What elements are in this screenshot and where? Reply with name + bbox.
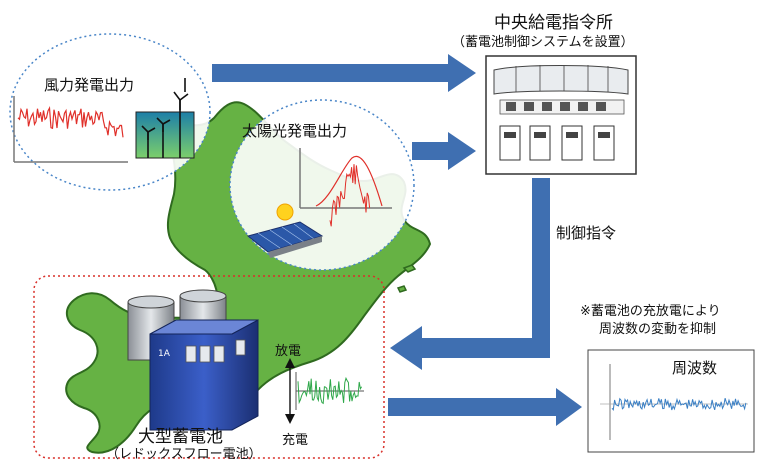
battery-unit-mark: 1A (158, 349, 171, 359)
arrow-battery-to-frequency (388, 388, 582, 426)
frequency-label: 周波数 (672, 359, 718, 377)
island-small (402, 264, 417, 273)
arrow-wind-to-center (212, 54, 476, 92)
redox-flow-battery-image: 1A (127, 289, 259, 431)
battery-type-label: （レドックスフロー電池） (106, 447, 262, 462)
solar-output-chart (299, 148, 392, 227)
battery-name-label: 大型蓄電池 (138, 427, 223, 447)
control-center-image (485, 55, 637, 175)
discharge-label: 放電 (275, 344, 302, 359)
solar-output-label: 太陽光発電出力 (242, 122, 348, 140)
battery-region (33, 275, 385, 459)
arrow-control-command (390, 178, 550, 370)
charge-label: 充電 (282, 433, 309, 448)
control-center-title: 中央給電指令所 (494, 13, 613, 33)
solar-region-circle (229, 99, 415, 271)
wind-output-chart (13, 96, 128, 163)
arrow-solar-to-center (412, 132, 476, 170)
battery-output-chart (285, 358, 364, 424)
solar-panel-image (246, 203, 324, 258)
note-line-1: ※蓄電池の充放電により (580, 304, 721, 319)
wind-turbine-image (135, 78, 195, 159)
wind-output-label: 風力発電出力 (44, 76, 135, 94)
frequency-chart (587, 349, 755, 453)
control-center-subtitle: （蓄電池制御システムを設置） (452, 35, 634, 50)
note-line-2: 周波数の変動を抑制 (599, 322, 717, 337)
island-small-2 (396, 285, 408, 293)
control-command-label: 制御指令 (556, 224, 617, 242)
